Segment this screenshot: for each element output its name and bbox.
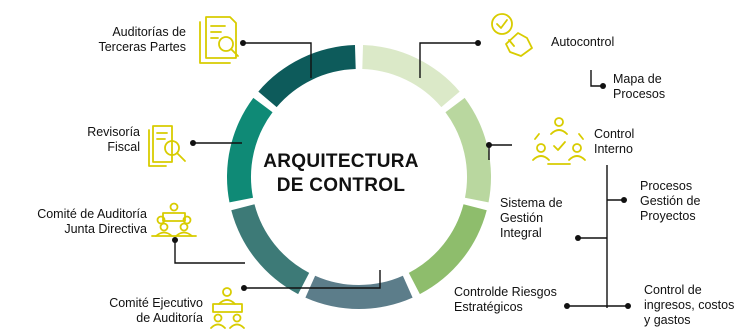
self-control-hand-check-icon: [491, 13, 533, 57]
label-line: Comité Ejecutivo: [109, 296, 203, 310]
label-control-riesgos: Controlde Riesgos Estratégicos: [454, 285, 557, 315]
label-control-interno: Control Interno: [594, 127, 634, 157]
title-line-2: DE CONTROL: [276, 175, 406, 196]
ring-segment: [445, 97, 491, 203]
board-meeting-icon: [151, 202, 197, 237]
ring-segment: [408, 204, 487, 295]
connector-control-interno: [488, 144, 512, 160]
label-line: Sistema de: [500, 196, 563, 210]
label-line: Procesos: [640, 179, 693, 193]
report-magnifier-icon: [148, 125, 186, 167]
label-comite-auditoria: Comité de Auditoría Junta Directiva: [2, 207, 147, 237]
label-mapa-procesos: Mapa de Procesos: [613, 72, 665, 102]
label-line: Interno: [594, 142, 633, 156]
diagram-title: ARQUITECTURA DE CONTROL: [249, 150, 433, 198]
label-line: Integral: [500, 226, 542, 240]
ring-segment: [226, 97, 273, 203]
label-line: Gestión: [500, 211, 544, 225]
dot: [564, 303, 570, 309]
document-search-icon: [199, 16, 239, 64]
label-autocontrol: Autocontrol: [551, 35, 614, 50]
label-line: Procesos: [613, 87, 666, 101]
label-comite-ejecutivo: Comité Ejecutivo de Auditoría: [60, 296, 203, 326]
dot: [625, 303, 631, 309]
dot: [172, 237, 178, 243]
dot: [575, 235, 581, 241]
label-line: Fiscal: [107, 140, 140, 154]
connector-comite-ejecutivo: [244, 270, 381, 289]
control-ring: [226, 45, 491, 309]
connector-comite-auditoria: [174, 240, 245, 264]
label-revisoria-fiscal: Revisoría Fiscal: [40, 125, 140, 155]
connector-lines: [174, 42, 628, 308]
label-line: Revisoría: [87, 125, 140, 139]
dot: [240, 40, 246, 46]
dot: [486, 142, 492, 148]
label-line: Terceras Partes: [98, 40, 186, 54]
connector-autocontrol: [419, 42, 478, 78]
label-line: y gastos: [644, 313, 691, 327]
label-line: ingresos, costos: [644, 298, 735, 312]
dot: [621, 197, 627, 203]
dot: [475, 40, 481, 46]
label-line: de Auditoría: [136, 311, 203, 325]
label-sistema-gestion-integral: Sistema de Gestión Integral: [500, 196, 563, 241]
label-line: Comité de Auditoría: [37, 207, 147, 221]
label-line: Control de: [644, 283, 702, 297]
label-line: Autocontrol: [551, 35, 615, 49]
label-line: Control: [594, 127, 635, 141]
title-line-1: ARQUITECTURA: [263, 151, 419, 172]
dot: [190, 140, 196, 146]
label-line: Auditorías de: [112, 25, 186, 39]
ring-segment: [362, 45, 460, 108]
label-line: Mapa de: [613, 72, 662, 86]
label-control-ingresos: Control de ingresos, costos y gastos: [644, 283, 734, 328]
ring-segment: [305, 275, 413, 309]
team-check-icon: [532, 117, 586, 165]
label-auditorias-terceras-partes: Auditorías de Terceras Partes: [63, 25, 186, 55]
connector-mapa: [590, 70, 603, 87]
ring-segment: [258, 45, 356, 108]
label-procesos-gestion-proyectos: Procesos Gestión de Proyectos: [640, 179, 700, 224]
dot: [241, 285, 247, 291]
connector-dots: [172, 40, 631, 309]
label-line: Estratégicos: [454, 300, 523, 314]
ring-segment: [231, 204, 310, 295]
dot: [600, 83, 606, 89]
executive-committee-icon: [210, 287, 245, 329]
label-line: Junta Directiva: [64, 222, 147, 236]
connector-auditorias: [243, 42, 312, 78]
label-line: Proyectos: [640, 209, 696, 223]
label-line: Gestión de: [640, 194, 701, 208]
label-line: Controlde Riesgos: [454, 285, 557, 299]
